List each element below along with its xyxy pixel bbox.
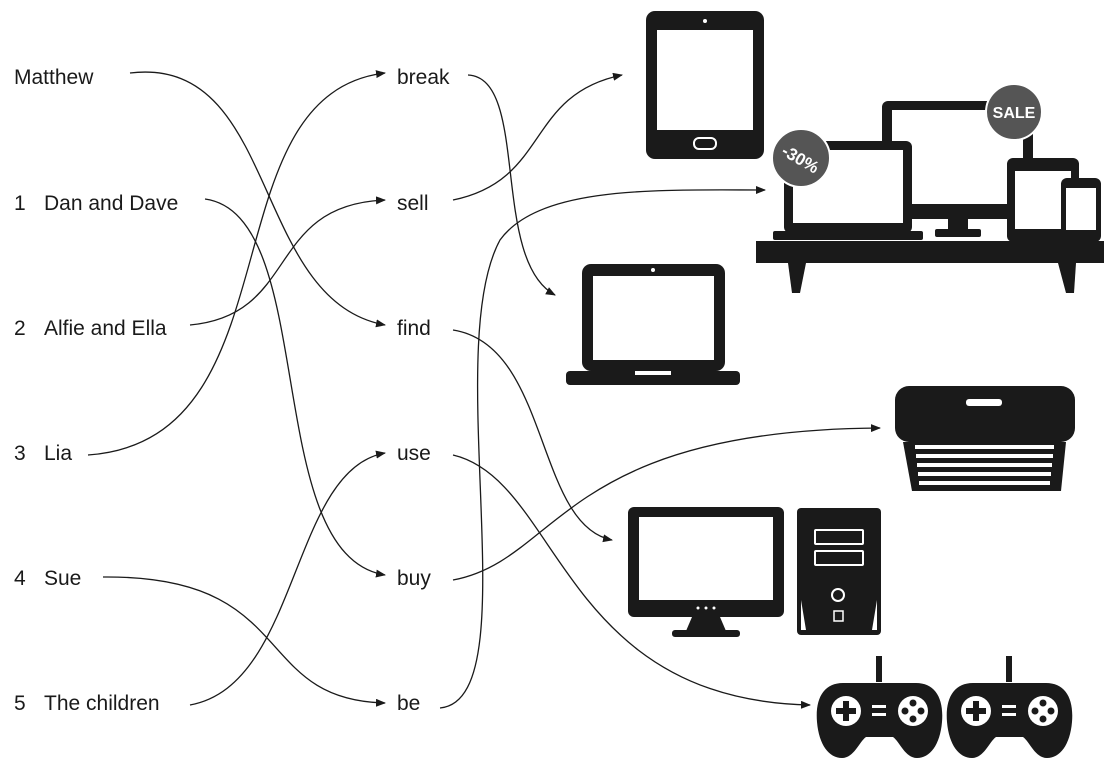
game-controllers-icon <box>816 656 1073 758</box>
verb-sell: sell <box>397 192 429 215</box>
person-2: 2 Alfie and Ella <box>14 317 167 341</box>
arrow-find-desktop <box>452 329 613 543</box>
person-name: The children <box>44 692 160 715</box>
arrow-be-shelf <box>439 185 766 709</box>
printer-icon <box>895 386 1075 491</box>
arrow-alfie-sell <box>189 196 386 326</box>
verb-break: break <box>397 66 450 89</box>
arrow-buy-printer <box>452 424 881 581</box>
arrow-children-use <box>189 450 386 706</box>
person-name: Dan and Dave <box>44 192 179 215</box>
person-number: 5 <box>14 692 26 715</box>
person-number: 3 <box>14 442 26 465</box>
desktop-computer-icon <box>628 507 881 637</box>
person-name: Matthew <box>14 66 94 89</box>
person-name: Sue <box>44 567 82 590</box>
person-number: 1 <box>14 192 26 215</box>
electronics-shelf-icon: -30% SALE <box>756 83 1104 293</box>
arrow-sell-tablet <box>452 72 623 201</box>
arrow-matthew-find <box>129 71 386 328</box>
person-1: 1 Dan and Dave <box>14 192 178 216</box>
laptop-icon <box>566 264 740 385</box>
person-5: 5 The children <box>14 692 160 716</box>
arrow-break-laptop <box>467 74 556 296</box>
arrow-use-controllers <box>452 454 811 709</box>
person-4: 4 Sue <box>14 567 81 591</box>
arrow-sue-be <box>102 576 386 707</box>
person-matthew: Matthew <box>14 66 93 90</box>
person-3: 3 Lia <box>14 442 72 466</box>
verb-buy: buy <box>397 567 431 590</box>
sale-badge-text: SALE <box>993 105 1036 122</box>
verb-find: find <box>397 317 431 340</box>
person-number: 4 <box>14 567 26 590</box>
arrow-lia-break <box>87 70 386 456</box>
tablet-icon <box>646 11 764 159</box>
verb-be: be <box>397 692 421 715</box>
verb-use: use <box>397 442 431 465</box>
person-name: Alfie and Ella <box>44 317 167 340</box>
person-name: Lia <box>44 442 73 465</box>
person-number: 2 <box>14 317 26 340</box>
arrow-dan-buy <box>204 198 386 578</box>
